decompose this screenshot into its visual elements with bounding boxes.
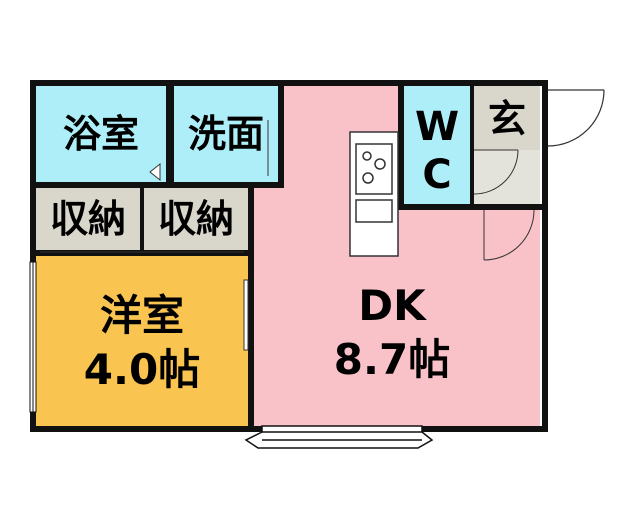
- wc-label-c: C: [422, 152, 451, 198]
- dk-name: DK: [358, 281, 427, 330]
- closet-1-label: 収納: [50, 197, 126, 241]
- bath-area: [36, 86, 166, 182]
- washroom-area: [174, 86, 278, 182]
- western-room-size: 4.0帖: [84, 345, 200, 394]
- kitchen-counter: [349, 131, 399, 257]
- entrance-area: [474, 86, 540, 150]
- dk-size: 8.7帖: [334, 335, 450, 384]
- bath-label: 浴室: [63, 112, 139, 156]
- window-bay-south: [244, 425, 434, 449]
- entrance-label: 玄: [488, 97, 526, 141]
- western-room-sliding-door: [243, 279, 249, 351]
- closet-2-label: 収納: [158, 197, 234, 241]
- wc-door-swing: [473, 149, 519, 195]
- window-west: [29, 261, 37, 413]
- washroom-label: 洗面: [188, 112, 264, 156]
- wc-area: [404, 86, 470, 204]
- interior-walls: [36, 86, 542, 426]
- closet-2-area: [144, 188, 248, 250]
- entrance-door: [547, 89, 605, 147]
- closet-1-area: [36, 188, 140, 250]
- washroom-door: [149, 120, 269, 182]
- western-room-area: [36, 256, 248, 426]
- dk-door-swing: [483, 209, 535, 261]
- entrance-step: [474, 150, 540, 206]
- western-room-name: 洋室: [100, 291, 184, 340]
- wc-label-w: W: [415, 104, 459, 150]
